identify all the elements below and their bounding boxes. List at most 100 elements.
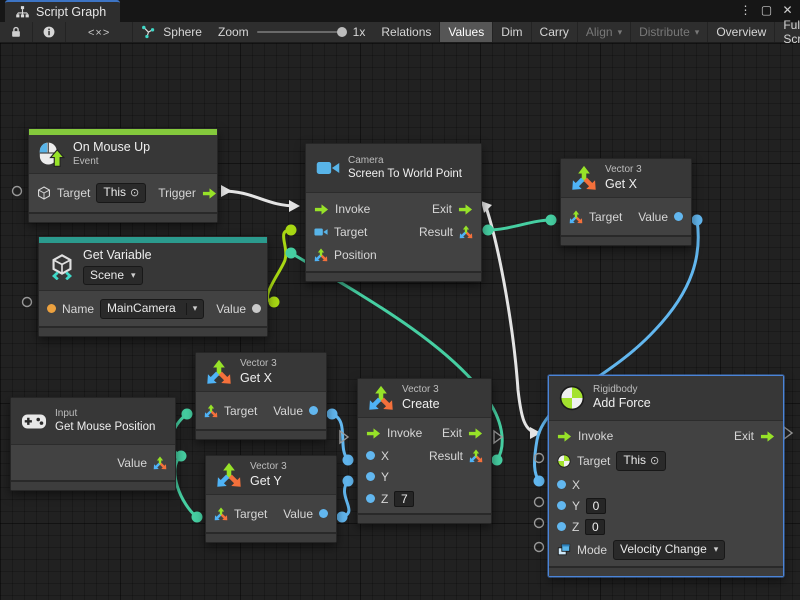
- float-port[interactable]: [674, 212, 683, 222]
- lock-icon: [9, 25, 23, 39]
- gameobject-icon: [37, 186, 51, 200]
- align-dropdown[interactable]: Align: [578, 22, 632, 42]
- port-value-label[interactable]: Value: [216, 301, 247, 316]
- port-name-label[interactable]: Name: [62, 301, 95, 316]
- maximize-icon[interactable]: [758, 1, 775, 18]
- port-x-label[interactable]: X: [572, 477, 581, 492]
- port-invoke-label[interactable]: Invoke: [387, 426, 423, 441]
- port-value-label[interactable]: Value: [638, 209, 668, 224]
- float-port[interactable]: [366, 472, 375, 482]
- port-result-label[interactable]: Result: [428, 448, 463, 463]
- float-port[interactable]: [557, 522, 566, 531]
- menu-kebab-icon[interactable]: [737, 1, 754, 18]
- z-value-field[interactable]: 0: [585, 518, 606, 535]
- tab-bar: Script Graph: [0, 0, 800, 22]
- port-value-label[interactable]: Value: [283, 506, 313, 521]
- string-port[interactable]: [47, 304, 56, 314]
- node-kind: Event: [73, 155, 99, 167]
- graph-canvas[interactable]: On Mouse Up Event Target This ⊙ Trigger: [0, 43, 800, 600]
- port-exit-label[interactable]: Exit: [733, 429, 754, 443]
- wire-gmp-to-gety-target: [173, 454, 203, 523]
- port-exit-label[interactable]: Exit: [441, 426, 462, 441]
- node-get-x-top[interactable]: Vector 3 Get X Target Value: [560, 158, 692, 247]
- port-target-label[interactable]: Target: [224, 403, 258, 418]
- port-z-label[interactable]: Z: [572, 519, 580, 534]
- graph-target-label[interactable]: Sphere: [163, 25, 202, 39]
- float-port[interactable]: [557, 480, 566, 489]
- relations-toggle[interactable]: Relations: [373, 22, 441, 42]
- variable-scope-dropdown[interactable]: Scene: [83, 265, 143, 286]
- port-target-label[interactable]: Target: [577, 454, 611, 468]
- mode-dropdown[interactable]: Velocity Change: [613, 540, 726, 560]
- z-value-field[interactable]: 7: [394, 490, 415, 507]
- wire-gety-to-create-y: [336, 475, 354, 523]
- port-target-label[interactable]: Target: [57, 186, 91, 201]
- node-get-variable[interactable]: Get Variable Scene Name MainCamera Value: [38, 236, 268, 338]
- port-position-label[interactable]: Position: [334, 248, 377, 262]
- port-exit-label[interactable]: Exit: [431, 202, 452, 216]
- y-value-field[interactable]: 0: [586, 497, 607, 514]
- float-port[interactable]: [319, 509, 328, 519]
- fullscreen-button[interactable]: Full Screen: [775, 18, 800, 46]
- flow-arrow-icon: [314, 202, 329, 217]
- rigidbody-icon: [559, 385, 585, 411]
- node-footer: [358, 513, 491, 524]
- float-port[interactable]: [366, 451, 375, 461]
- zoom-slider-handle[interactable]: [336, 27, 347, 37]
- port-mode-label[interactable]: Mode: [577, 543, 608, 557]
- float-port[interactable]: [366, 494, 375, 504]
- camera-icon: [316, 156, 340, 180]
- port-y-label[interactable]: Y: [572, 498, 581, 513]
- port-value-label[interactable]: Value: [273, 403, 303, 418]
- camera-port-icon: [314, 225, 328, 239]
- port-x-label[interactable]: X: [381, 448, 390, 463]
- node-footer: [39, 326, 267, 337]
- node-get-x-mid[interactable]: Vector 3 Get X Target Value: [195, 352, 327, 441]
- mouse-up-icon: [39, 141, 65, 167]
- node-add-force[interactable]: Rigidbody Add Force Invoke Exit Target T…: [548, 375, 784, 577]
- zoom-control: Zoom 1x: [210, 22, 373, 42]
- node-get-mouse-position[interactable]: Input Get Mouse Position Value: [10, 397, 176, 491]
- port-z-label[interactable]: Z: [381, 491, 389, 506]
- edit-graph-button[interactable]: [66, 22, 134, 42]
- object-port[interactable]: [252, 304, 262, 314]
- distribute-dropdown[interactable]: Distribute: [631, 22, 709, 42]
- dim-toggle[interactable]: Dim: [493, 22, 532, 42]
- port-target-label[interactable]: Target: [234, 506, 268, 521]
- object-picker-icon[interactable]: ⊙: [130, 186, 140, 199]
- port-y-label[interactable]: Y: [381, 469, 390, 484]
- object-picker-icon[interactable]: ⊙: [650, 454, 660, 467]
- port-trigger-label[interactable]: Trigger: [158, 186, 196, 201]
- variable-color-bar: [39, 237, 267, 243]
- port-invoke-label[interactable]: Invoke: [335, 202, 371, 216]
- node-get-y[interactable]: Vector 3 Get Y Target Value: [205, 455, 337, 544]
- port-invoke-label[interactable]: Invoke: [578, 429, 614, 443]
- zoom-slider[interactable]: [256, 27, 347, 37]
- values-toggle[interactable]: Values: [440, 22, 494, 42]
- overview-button[interactable]: Overview: [708, 22, 776, 42]
- tab-script-graph[interactable]: Script Graph: [5, 0, 121, 22]
- node-title: On Mouse Up: [73, 140, 151, 154]
- node-footer: [196, 429, 326, 440]
- code-brackets-icon: [88, 25, 110, 39]
- port-target-label[interactable]: Target: [589, 209, 623, 224]
- node-vector3-create[interactable]: Vector 3 Create Invoke Exit X Result: [357, 378, 492, 525]
- variable-name-dropdown[interactable]: MainCamera: [100, 298, 205, 319]
- port-result-label[interactable]: Result: [418, 225, 453, 239]
- inspect-button[interactable]: [33, 22, 66, 42]
- node-on-mouse-up[interactable]: On Mouse Up Event Target This ⊙ Trigger: [28, 128, 218, 224]
- float-port[interactable]: [557, 501, 566, 510]
- target-object-chip[interactable]: This ⊙: [96, 183, 147, 203]
- float-port[interactable]: [309, 406, 318, 416]
- carry-toggle[interactable]: Carry: [532, 22, 578, 42]
- lock-button[interactable]: [0, 22, 33, 42]
- node-title: Get X: [605, 176, 637, 191]
- close-icon[interactable]: [779, 1, 796, 18]
- node-screen-to-world-point[interactable]: Camera Screen To World Point Invoke Exit…: [305, 143, 482, 282]
- port-target-label[interactable]: Target: [334, 225, 368, 239]
- node-kind: Vector 3: [240, 358, 277, 369]
- target-object-chip[interactable]: This ⊙: [616, 451, 667, 471]
- port-value-label[interactable]: Value: [117, 455, 147, 470]
- window-controls: [737, 1, 796, 18]
- node-footer: [549, 566, 783, 576]
